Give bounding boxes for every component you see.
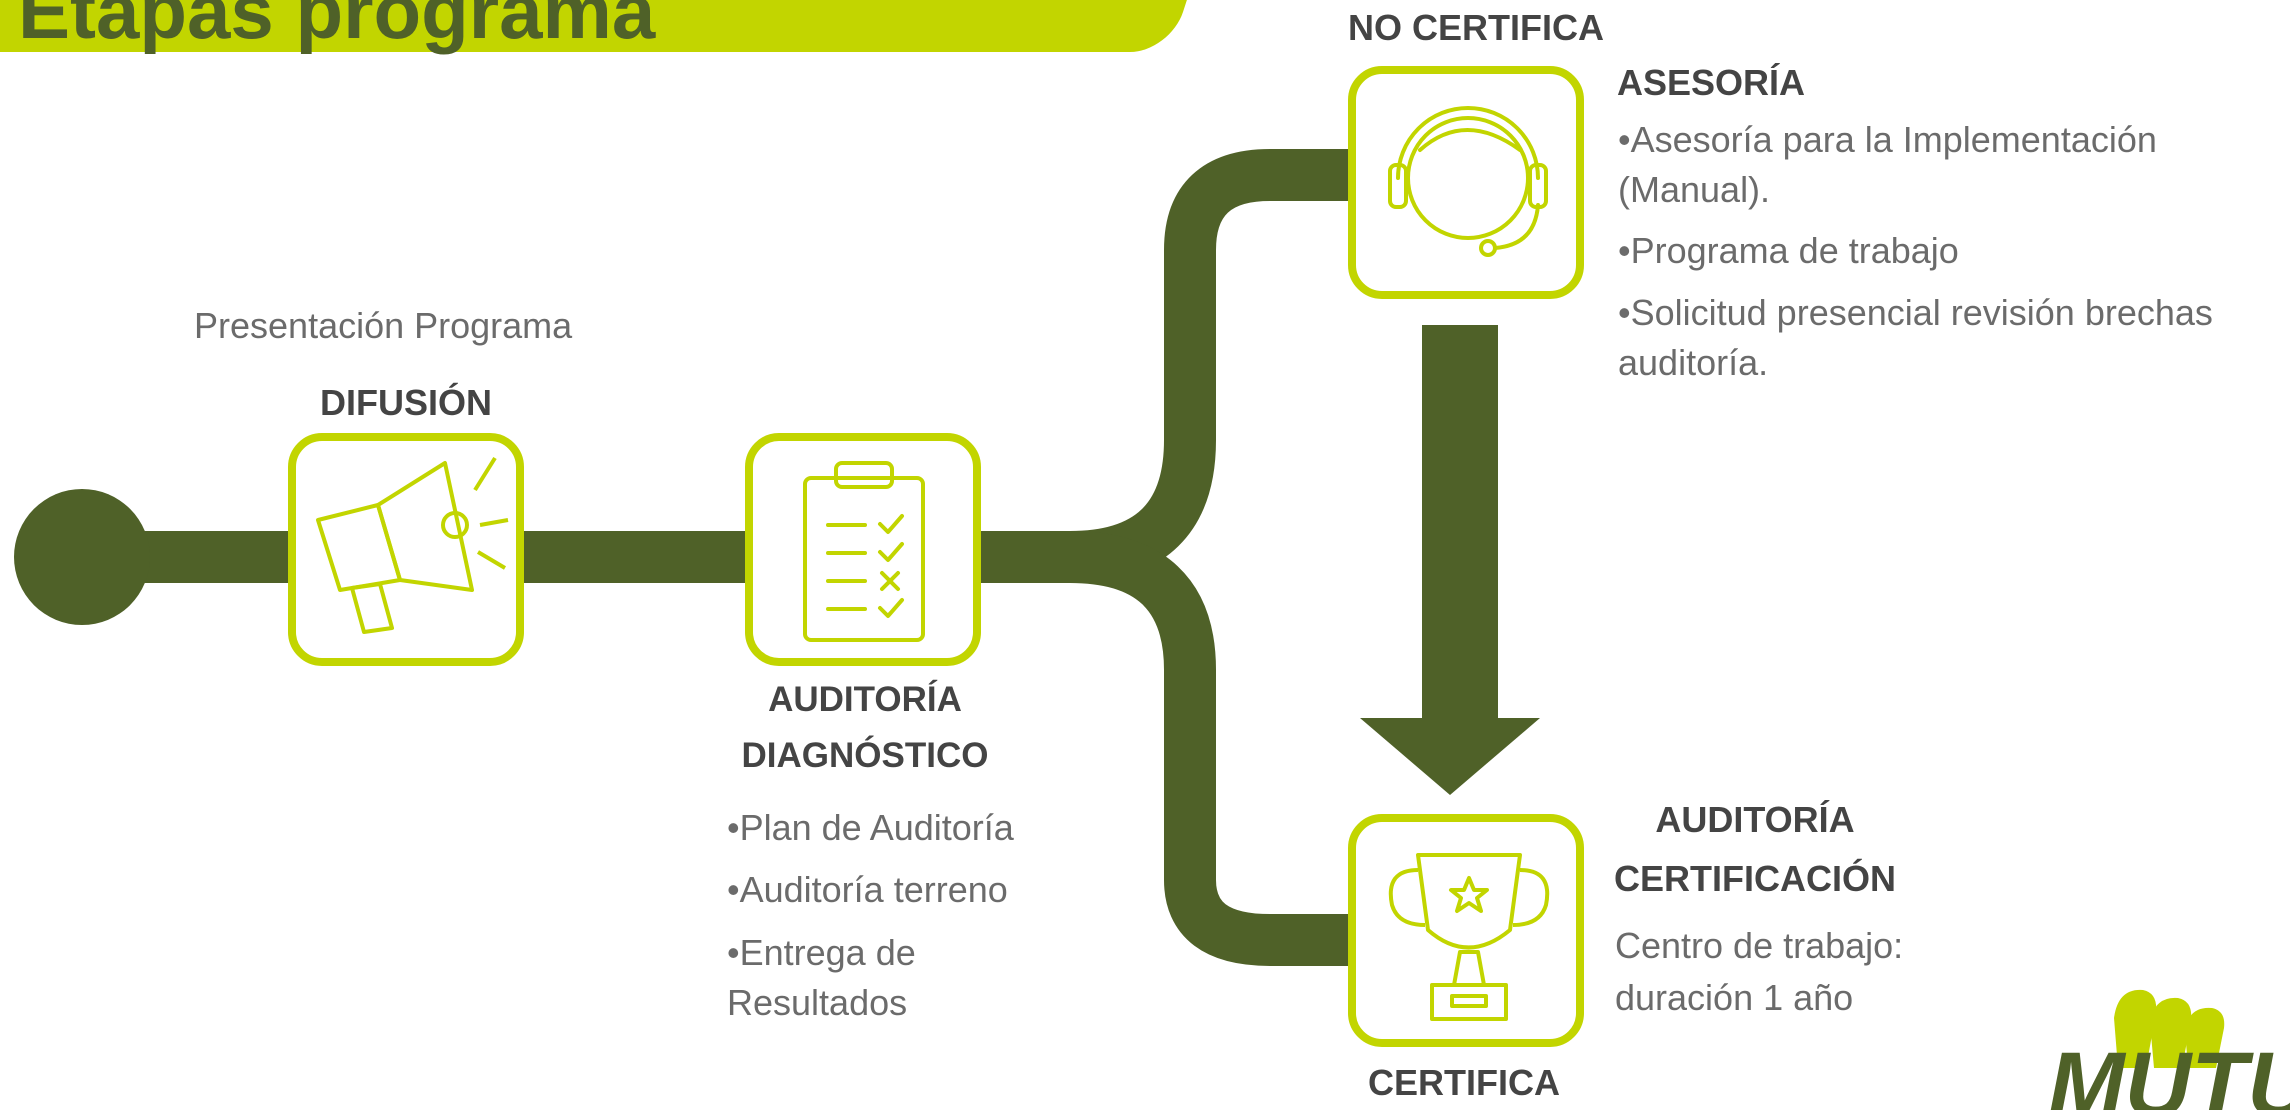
difusion-pre-label: Presentación Programa (194, 305, 573, 346)
banner-title: Etapas programa (18, 0, 656, 55)
auditoria-certificacion-desc: Centro de trabajo: duración 1 año (1615, 920, 1903, 1024)
down-arrow-icon (1360, 325, 1540, 795)
auditoria-diagnostico-title: AUDITORÍA DIAGNÓSTICO (740, 672, 990, 784)
list-item-continuation: Resultados (727, 982, 908, 1024)
list-item-continuation: auditoría. (1618, 341, 1769, 383)
desc-line: Centro de trabajo: (1615, 925, 1904, 966)
clipboard-checklist-icon (803, 461, 925, 642)
auditoria-diagnostico-title-line2: DIAGNÓSTICO (741, 736, 989, 775)
auditoria-certificacion-title-line1: AUDITORÍA (1655, 799, 1855, 840)
flow-branch-upper (1069, 149, 1355, 583)
auditoria-certificacion-title: AUDITORÍA CERTIFICACIÓN (1610, 790, 1900, 909)
desc-line: duración 1 año (1615, 977, 1854, 1019)
no-certifica-box (1348, 66, 1584, 299)
asesoria-list: Asesoría para la Implementación (Manual)… (1618, 115, 2213, 387)
difusion-box (288, 433, 524, 666)
mutual-logo: MUTUAL (2048, 989, 2290, 1110)
certifica-label: CERTIFICA (1368, 1062, 1560, 1103)
auditoria-certificacion-title-line2: CERTIFICACIÓN (1614, 858, 1896, 900)
flow-branch-lower (1069, 531, 1355, 966)
certifica-box (1348, 814, 1584, 1047)
asesoria-title: ASESORÍA (1617, 62, 1806, 103)
list-item: Auditoría terreno (727, 865, 1014, 915)
auditoria-diagnostico-list: Plan de Auditoría Auditoría terreno Entr… (727, 803, 1014, 1029)
list-item: Entrega de (727, 928, 1014, 978)
list-item: Programa de trabajo (1618, 226, 2213, 276)
difusion-title: DIFUSIÓN (320, 382, 493, 423)
list-item: Plan de Auditoría (727, 803, 1014, 853)
list-item: Asesoría para la Implementación (1618, 115, 2213, 165)
auditoria-diagnostico-box (745, 433, 981, 666)
list-item: Solicitud presencial revisión brechas (1618, 288, 2213, 338)
megaphone-icon (316, 456, 509, 634)
flow-start-node (14, 489, 150, 625)
auditoria-diagnostico-title-line1: AUDITORÍA (768, 680, 962, 719)
headset-support-icon (1388, 106, 1548, 257)
list-item-continuation: (Manual). (1618, 168, 1771, 210)
no-certifica-label: NO CERTIFICA (1348, 7, 1604, 48)
svg-text:MUTUAL: MUTUAL (2048, 1034, 2290, 1110)
trophy-icon (1388, 853, 1550, 1021)
